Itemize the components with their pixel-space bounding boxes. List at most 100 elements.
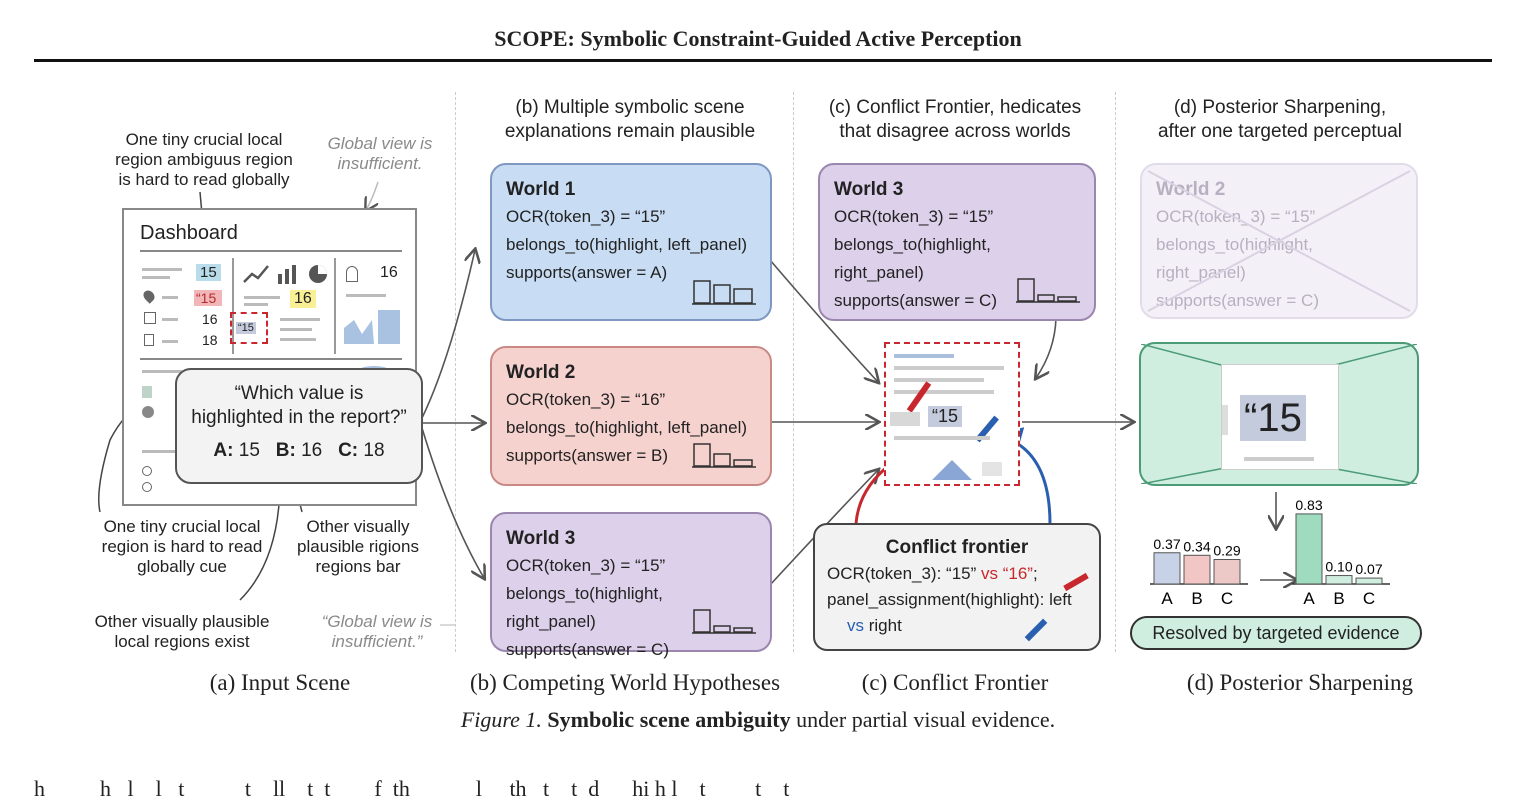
vs-label: vs: [847, 616, 864, 635]
caption-a: (a) Input Scene: [209, 670, 351, 695]
option-a-value: 15: [238, 440, 260, 461]
placeholder-line: [280, 318, 320, 321]
caption-d: (d) Posterior Sharpening: [1186, 670, 1414, 695]
bar-value-label: 0.83: [1295, 500, 1322, 513]
column-separator: [455, 92, 456, 652]
world-supports-line: supports(answer = A): [506, 263, 668, 282]
world-belongs-line: belongs_to(highlight, left_panel): [506, 235, 748, 254]
world-card-eliminated: World 2 OCR(token_3) = “15” belongs_to(h…: [1140, 163, 1418, 319]
area-chart-icon: [344, 310, 400, 344]
world-title: World 2: [506, 362, 576, 383]
caption-b: (b) Competing World Hypotheses: [469, 670, 781, 695]
world-supports-line: supports(answer = C): [1156, 291, 1319, 310]
column-header-d: (d) Posterior Sharpening, after one targ…: [1157, 97, 1402, 142]
annotation-local-region: One tiny crucial local region is hard to…: [101, 517, 263, 576]
category-label: B: [1191, 589, 1202, 608]
mini-bar-chart: [1016, 278, 1080, 303]
bar-c: [1355, 577, 1383, 585]
zoomed-value: “15: [1240, 395, 1306, 441]
conflict-panel-line-2: vs right: [827, 613, 1087, 639]
world-card-c: World 3 OCR(token_3) = “15” belongs_to(h…: [818, 163, 1096, 321]
zoom-crop: “15: [1221, 364, 1339, 470]
world-belongs-line: belongs_to(highlight, right_panel): [1156, 235, 1313, 282]
bar-value-label: 0.07: [1355, 561, 1382, 577]
placeholder-line: [894, 366, 1004, 370]
annotation-other-regions: Other visually plausible rigions regions…: [297, 517, 419, 576]
zoom-in-icon: [142, 466, 152, 476]
ocr-line-text: OCR(token_3): “15”: [827, 564, 981, 583]
caption-c: (c) Conflict Frontier: [861, 670, 1049, 695]
placeholder-line: [346, 294, 386, 297]
world-ocr-line: OCR(token_3) = “15”: [1156, 207, 1316, 226]
mini-bar-chart: [692, 609, 756, 634]
value-cell-ambiguous: “15: [236, 322, 256, 334]
category-label: A: [1303, 589, 1315, 608]
column-header-b: (b) Multiple symbolic scene explanations…: [504, 97, 756, 142]
zoomed-evidence-card: “15: [1139, 342, 1419, 486]
bar-b: [1325, 575, 1353, 585]
figure-caption-bold: Symbolic scene ambiguity: [547, 707, 791, 732]
placeholder-line: [894, 436, 990, 440]
blur-patch: [890, 412, 920, 426]
figure-caption-rest: under partial visual evidence.: [790, 707, 1056, 732]
cross-out-mark: [1147, 170, 1411, 312]
placeholder-line: [894, 378, 984, 382]
world-belongs-line: belongs_to(highlight, right_panel): [834, 235, 991, 282]
blur-patch: [982, 462, 1002, 476]
title-rule: [34, 59, 1492, 62]
question-text: “Which value is highlighted in the repor…: [191, 383, 407, 428]
bar-value-label: 0.37: [1153, 536, 1180, 552]
placeholder-line: [142, 268, 182, 271]
placeholder-line: [162, 296, 178, 299]
placeholder-line: [280, 328, 312, 331]
conflict-panel-line: panel_assignment(highlight): left: [827, 590, 1072, 609]
world-supports-line: supports(answer = C): [834, 291, 997, 310]
bar-value-label: 0.10: [1325, 559, 1352, 575]
conflict-frontier-box: Conflict frontier OCR(token_3): “15” vs …: [813, 523, 1101, 651]
bar-value-label: 0.29: [1213, 543, 1240, 559]
figure-label: Figure 1.: [460, 707, 542, 732]
placeholder-line: [1244, 457, 1314, 461]
column-header-c: (c) Conflict Frontier, hedicates that di…: [828, 97, 1082, 142]
world-card-1: World 1 OCR(token_3) = “15” belongs_to(h…: [490, 163, 772, 321]
placeholder-line: [894, 354, 954, 358]
category-label: A: [1161, 589, 1173, 608]
zoom-frame-lines: [1141, 344, 1417, 484]
annotation-plausible-regions: Other visually plausible local regions e…: [94, 612, 270, 651]
placeholder-line: [162, 340, 178, 343]
option-a-key: A:: [213, 440, 234, 461]
world-card-2: World 2 OCR(token_3) = “16” belongs_to(h…: [490, 346, 772, 486]
world-card-3: World 3 OCR(token_3) = “15” belongs_to(h…: [490, 512, 772, 659]
right-label: right: [864, 616, 902, 635]
calendar-icon: [144, 312, 156, 324]
blur-patch: [1222, 405, 1228, 435]
world-title: World 3: [834, 179, 904, 200]
value-cell: 15: [196, 264, 221, 281]
option-c-value: 18: [363, 440, 385, 461]
placeholder-line: [142, 276, 170, 279]
conflict-ocr-line: OCR(token_3): “15” vs “16”;: [827, 561, 1087, 587]
bar-value-label: 0.34: [1183, 538, 1210, 554]
placeholder-triangle: [932, 460, 972, 480]
annotation-global-insufficient-quoted: “Global view is insufficient.”: [321, 612, 433, 651]
mini-bar-chart: [692, 280, 756, 305]
annotation-ambiguous-region: One tiny crucial local region ambiguus r…: [115, 130, 293, 189]
category-label: B: [1333, 589, 1344, 608]
ambiguous-region-marker: [230, 312, 268, 344]
world-ocr-line: OCR(token_3) = “15”: [506, 207, 666, 226]
body-text-fragment: h h l l t t ll t t f th l th t t d hi h …: [34, 776, 790, 801]
crop-ambiguous-value: “15: [928, 406, 963, 427]
divider: [140, 250, 402, 252]
world-belongs-line: belongs_to(highlight, left_panel): [506, 418, 748, 437]
value-cell: 16: [202, 311, 218, 327]
alt-value: “16”: [998, 564, 1033, 583]
divider: [140, 358, 402, 360]
resolved-badge: Resolved by targeted evidence: [1130, 616, 1422, 650]
world-title: World 3: [506, 528, 576, 549]
option-b-key: B:: [275, 440, 296, 461]
answer-options: A: 15 B: 16 C: 18: [177, 440, 421, 462]
trend-chart-icons: [243, 265, 327, 284]
placeholder-line: [142, 370, 182, 373]
placeholder-dot: [142, 406, 154, 418]
semicolon: ;: [1032, 564, 1038, 583]
